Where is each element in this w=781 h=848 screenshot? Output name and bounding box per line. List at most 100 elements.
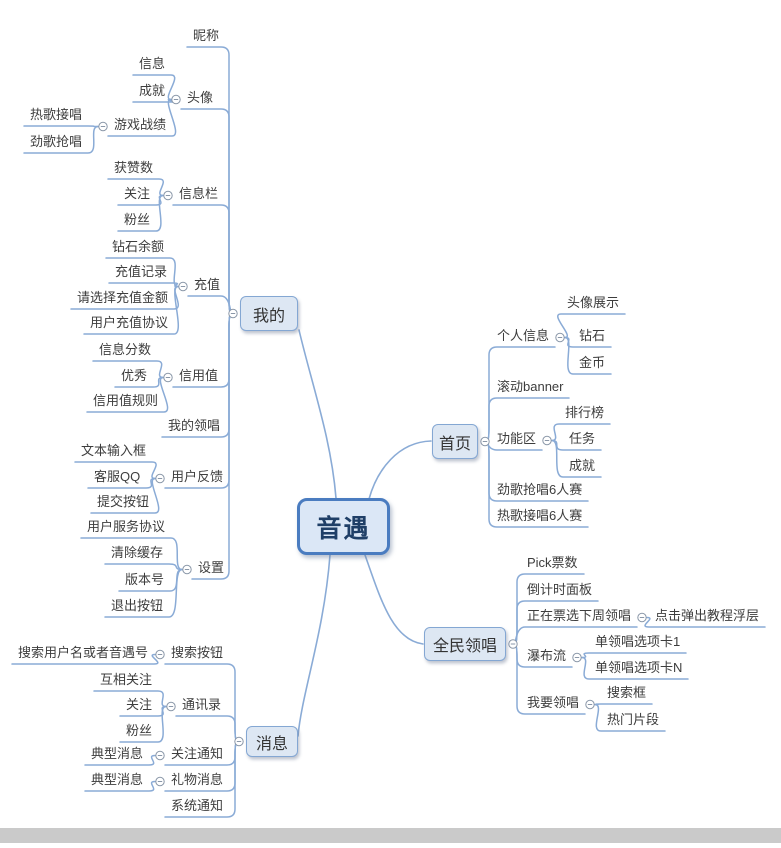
- collapse-marker-gift_msg[interactable]: [155, 776, 165, 787]
- mindmap-node-diamond[interactable]: 钻石: [579, 328, 606, 343]
- mindmap-node-gold_coin[interactable]: 金币: [579, 355, 606, 370]
- mindmap-node-follow2[interactable]: 关注: [126, 697, 153, 712]
- mindmap-node-version[interactable]: 版本号: [125, 572, 165, 587]
- mindmap-node-settings[interactable]: 设置: [198, 560, 225, 575]
- mindmap-node-home[interactable]: 首页: [432, 424, 478, 459]
- collapse-marker-game_record[interactable]: [98, 121, 108, 132]
- mindmap-node-achievement2[interactable]: 成就: [569, 458, 596, 473]
- collapse-marker-voting[interactable]: [637, 612, 647, 623]
- mindmap-node-choose_amount[interactable]: 请选择充值金额: [77, 290, 169, 305]
- mindmap-node-submit_btn[interactable]: 提交按钮: [97, 494, 150, 509]
- collapse-marker-avatar[interactable]: [171, 94, 181, 105]
- mindmap-node-search_box[interactable]: 搜索框: [607, 685, 647, 700]
- mindmap-node-recharge_record[interactable]: 充值记录: [115, 264, 168, 279]
- mindmap-node-want_lead[interactable]: 我要领唱: [527, 695, 580, 710]
- mindmap-node-pick_votes[interactable]: Pick票数: [527, 555, 578, 570]
- mindmap-node-fans2[interactable]: 粉丝: [126, 723, 153, 738]
- mindmap-node-relay6[interactable]: 热歌接唱6人赛: [497, 508, 583, 523]
- edge-typical_msg1: [84, 754, 156, 766]
- edge-info_score: [92, 360, 164, 379]
- collapse-marker-infobar[interactable]: [163, 190, 173, 201]
- mindmap-node-national[interactable]: 全民领唱: [424, 627, 506, 661]
- mindmap-node-gift_msg[interactable]: 礼物消息: [171, 772, 224, 787]
- mindmap-node-info[interactable]: 信息: [139, 56, 166, 71]
- collapse-marker-recharge[interactable]: [178, 281, 188, 292]
- edge-search_user: [11, 653, 159, 665]
- collapse-marker-function_area[interactable]: [542, 435, 552, 446]
- mindmap-node-recharge_agreement[interactable]: 用户充值协议: [90, 315, 169, 330]
- mindmap-node-function_area[interactable]: 功能区: [497, 431, 537, 446]
- mindmap-node-service_agreement[interactable]: 用户服务协议: [87, 519, 166, 534]
- edge-game_record: [107, 98, 177, 137]
- mindmap-node-tutorial[interactable]: 点击弹出教程浮层: [655, 608, 760, 623]
- mindmap-node-search_btn[interactable]: 搜索按钮: [171, 645, 224, 660]
- mindmap-node-mine[interactable]: 我的: [240, 296, 298, 331]
- mindmap-node-game_record[interactable]: 游戏战绩: [114, 117, 167, 132]
- mindmap-node-tab1[interactable]: 单领唱选项卡1: [595, 634, 681, 649]
- collapse-marker-search_btn[interactable]: [155, 649, 165, 660]
- mindmap-node-personal_info[interactable]: 个人信息: [497, 328, 550, 343]
- mindmap-node-excellent[interactable]: 优秀: [121, 368, 148, 383]
- mindmap-node-credit[interactable]: 信用值: [179, 368, 219, 383]
- mindmap-node-banner[interactable]: 滚动banner: [497, 379, 564, 394]
- collapse-marker-feedback[interactable]: [155, 473, 165, 484]
- mindmap-node-message[interactable]: 消息: [246, 726, 298, 757]
- mindmap-node-follow_notice[interactable]: 关注通知: [171, 746, 224, 761]
- collapse-marker-follow_notice[interactable]: [155, 750, 165, 761]
- edge-nickname: [186, 46, 232, 315]
- mindmap-node-hot_relay[interactable]: 热歌接唱: [30, 107, 83, 122]
- mindmap-node-task[interactable]: 任务: [569, 431, 596, 446]
- collapse-marker-national[interactable]: [508, 639, 518, 649]
- mindmap-node-service_qq[interactable]: 客服QQ: [94, 469, 141, 484]
- mindmap-node-typical_msg1[interactable]: 典型消息: [91, 746, 144, 761]
- mindmap-node-typical_msg2[interactable]: 典型消息: [91, 772, 144, 787]
- edge-feedback: [164, 312, 232, 489]
- mindmap-node-credit_rules[interactable]: 信用值规则: [93, 393, 159, 408]
- mindmap-node-countdown[interactable]: 倒计时面板: [527, 582, 593, 597]
- edge-gold_coin: [564, 336, 612, 375]
- mindmap-node-contacts[interactable]: 通讯录: [182, 697, 222, 712]
- mindmap-node-follow[interactable]: 关注: [124, 186, 151, 201]
- edge-achievement2: [551, 439, 602, 478]
- mindmap-node-waterfall[interactable]: 瀑布流: [527, 648, 567, 663]
- mindmap-node-recharge[interactable]: 充值: [194, 277, 221, 292]
- mindmap-node-system_notice[interactable]: 系统通知: [171, 798, 224, 813]
- mindmap-node-achievement[interactable]: 成就: [139, 83, 166, 98]
- collapse-marker-personal_info[interactable]: [555, 332, 565, 343]
- edge-typical_msg2: [84, 780, 156, 792]
- mindmap-node-grab6[interactable]: 劲歌抢唱6人赛: [497, 482, 583, 497]
- mindmap-node-strong_grab[interactable]: 劲歌抢唱: [30, 134, 83, 149]
- mindmap-node-feedback[interactable]: 用户反馈: [171, 469, 224, 484]
- mindmap-node-likes[interactable]: 获赞数: [114, 160, 154, 175]
- mindmap-node-diamond_balance[interactable]: 钻石余额: [112, 239, 165, 254]
- collapse-marker-settings[interactable]: [182, 564, 192, 575]
- mindmap-node-clear_cache[interactable]: 清除缓存: [111, 545, 164, 560]
- collapse-marker-want_lead[interactable]: [585, 699, 595, 710]
- mindmap-node-voting[interactable]: 正在票选下周领唱: [527, 608, 632, 623]
- collapse-marker-contacts[interactable]: [166, 701, 176, 712]
- collapse-marker-mine[interactable]: [228, 308, 238, 319]
- mindmap-node-root[interactable]: 音遇: [297, 498, 390, 555]
- edge-strong_grab: [23, 125, 99, 154]
- mindmap-node-exit_btn[interactable]: 退出按钮: [111, 598, 164, 613]
- mindmap-node-infobar[interactable]: 信息栏: [179, 186, 219, 201]
- mindmap-node-text_input[interactable]: 文本输入框: [81, 443, 147, 458]
- mindmap-node-search_user[interactable]: 搜索用户名或者音遇号: [18, 645, 149, 660]
- mindmap-node-mutual_follow[interactable]: 互相关注: [100, 672, 153, 687]
- mindmap-node-tabN[interactable]: 单领唱选项卡N: [595, 660, 683, 675]
- mindmap-node-info_score[interactable]: 信息分数: [99, 342, 152, 357]
- mindmap-node-my_lead[interactable]: 我的领唱: [168, 418, 221, 433]
- mindmap-node-hot_clips[interactable]: 热门片段: [607, 712, 660, 727]
- edge-service_agreement: [80, 537, 183, 571]
- mindmap-node-fans[interactable]: 粉丝: [124, 212, 151, 227]
- collapse-marker-home[interactable]: [480, 436, 490, 447]
- mindmap-node-ranking[interactable]: 排行榜: [565, 405, 605, 420]
- collapse-marker-credit[interactable]: [163, 372, 173, 383]
- mindmap-node-avatar[interactable]: 头像: [187, 90, 214, 105]
- horizontal-scrollbar[interactable]: [0, 828, 781, 843]
- mindmap-node-nickname[interactable]: 昵称: [193, 28, 220, 43]
- mindmap-node-avatar_display[interactable]: 头像展示: [567, 295, 620, 310]
- collapse-marker-message[interactable]: [234, 736, 244, 747]
- collapse-marker-waterfall[interactable]: [572, 652, 582, 663]
